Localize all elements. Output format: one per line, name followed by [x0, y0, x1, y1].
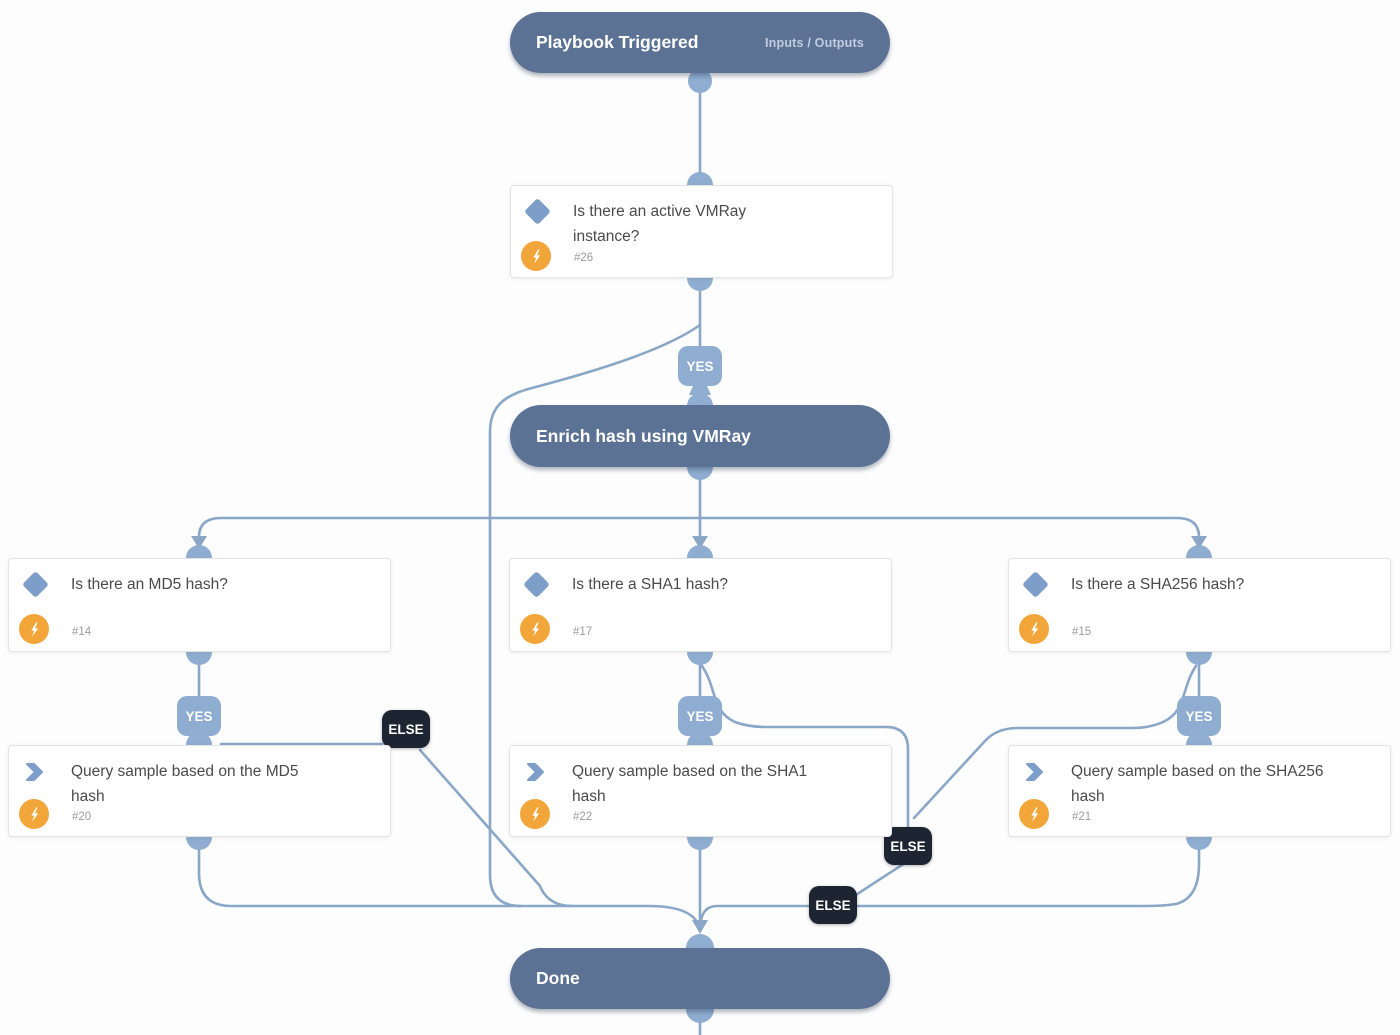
condition-icon — [524, 198, 551, 225]
task-id: #26 — [574, 252, 594, 264]
automation-bolt-icon — [521, 241, 551, 271]
edge-label-yes-vmray: YES — [678, 346, 722, 386]
automation-bolt-icon — [19, 799, 49, 829]
section-title: Done — [536, 968, 580, 988]
automation-bolt-icon — [1019, 614, 1049, 644]
task-title: Query sample based on the SHA1 hash — [572, 763, 808, 805]
condition-icon — [1022, 571, 1049, 598]
edge-label-foot — [689, 734, 711, 745]
automation-bolt-icon — [520, 799, 550, 829]
playbook-triggered-header[interactable]: Playbook Triggered Inputs / Outputs — [510, 12, 890, 73]
task-query-sha1[interactable]: Query sample based on the SHA1 hash #22 — [509, 745, 892, 837]
automation-bolt-icon — [1019, 799, 1049, 829]
task-chevron-icon — [527, 763, 544, 781]
task-chevron-icon — [1026, 763, 1043, 781]
inputs-outputs-link[interactable]: Inputs / Outputs — [764, 35, 864, 50]
edge-label-else-sha1: ELSE — [884, 827, 932, 865]
task-id: #21 — [1072, 811, 1092, 823]
task-id: #22 — [573, 811, 593, 823]
task-id: #17 — [573, 626, 593, 638]
playbook-title: Playbook Triggered — [536, 32, 699, 52]
task-title: Query sample based on the MD5 hash — [71, 763, 299, 805]
task-query-md5[interactable]: Query sample based on the MD5 hash #20 — [8, 745, 391, 837]
automation-bolt-icon — [520, 614, 550, 644]
edge-label-else-sha256: ELSE — [809, 886, 857, 924]
task-chevron-icon — [26, 763, 43, 781]
task-title: Is there an MD5 hash? — [71, 576, 228, 593]
task-query-sha256[interactable]: Query sample based on the SHA256 hash #2… — [1008, 745, 1391, 837]
condition-sha1-hash[interactable]: Is there a SHA1 hash? #17 — [509, 558, 892, 652]
task-id: #14 — [72, 626, 92, 638]
edge-label-yes-md5: YES — [177, 696, 221, 736]
edge-label-yes-sha256: YES — [1177, 696, 1221, 736]
condition-icon — [523, 571, 550, 598]
condition-vmray-instance[interactable]: Is there an active VMRay instance? #26 — [510, 185, 893, 278]
task-title: Is there a SHA256 hash? — [1071, 576, 1245, 593]
task-title: Is there a SHA1 hash? — [572, 576, 728, 593]
automation-bolt-icon — [19, 614, 49, 644]
task-title: Is there an active VMRay instance? — [573, 203, 747, 245]
edge-label-yes-sha1: YES — [678, 696, 722, 736]
section-enrich-hash[interactable]: Enrich hash using VMRay — [510, 405, 890, 467]
edge-label-foot — [1188, 734, 1210, 745]
task-title: Query sample based on the SHA256 hash — [1071, 763, 1324, 805]
section-title: Enrich hash using VMRay — [536, 425, 751, 446]
edge-label-foot — [689, 384, 711, 395]
condition-md5-hash[interactable]: Is there an MD5 hash? #14 — [8, 558, 391, 652]
section-done[interactable]: Done — [510, 948, 890, 1009]
edge-label-else-md5: ELSE — [382, 710, 430, 748]
condition-icon — [22, 571, 49, 598]
task-id: #20 — [72, 811, 92, 823]
edge-label-foot — [188, 734, 210, 745]
task-id: #15 — [1072, 626, 1092, 638]
condition-sha256-hash[interactable]: Is there a SHA256 hash? #15 — [1008, 558, 1391, 652]
